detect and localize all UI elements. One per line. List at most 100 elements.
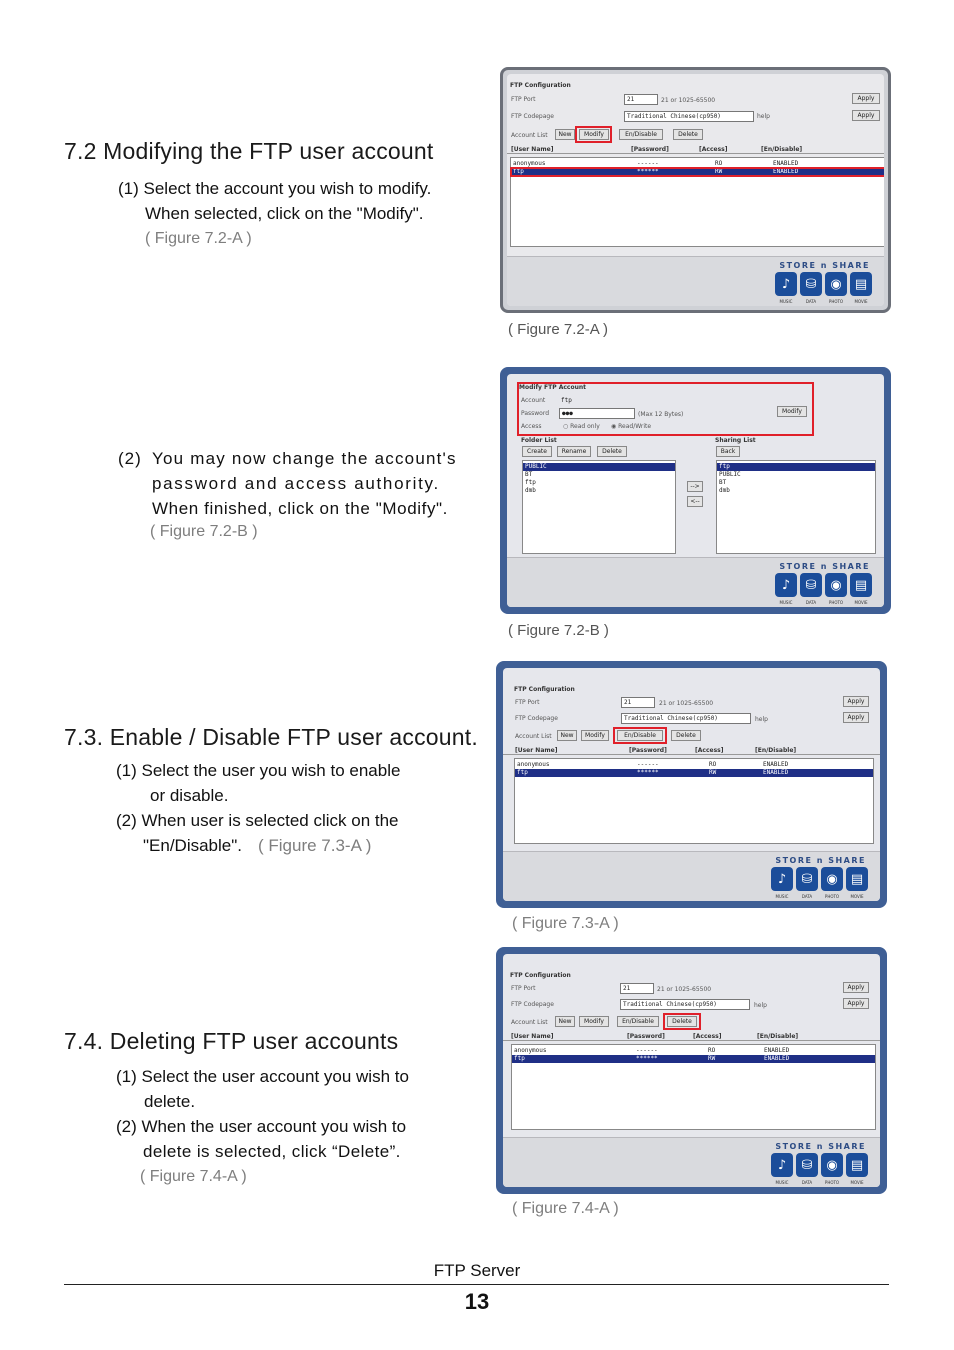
- data-icon[interactable]: ⛁: [800, 573, 822, 597]
- photo-icon[interactable]: ◉: [821, 1153, 843, 1177]
- list-item[interactable]: dmb: [523, 487, 675, 495]
- music-icon[interactable]: ♪: [771, 1153, 793, 1177]
- music-label: MUSIC: [775, 894, 789, 899]
- sharing-list[interactable]: ftp PUBLIC BT dmb: [716, 460, 876, 554]
- delete-folder-button[interactable]: Delete: [597, 446, 627, 457]
- list-item[interactable]: dmb: [717, 487, 875, 495]
- brand-footer: STORE n SHARE ♪ ⛁ ◉ ▤ MUSIC DATA PHOTO M…: [507, 256, 884, 306]
- endisable-button[interactable]: En/Disable: [617, 730, 663, 741]
- col-endisable: [En/Disable]: [755, 747, 797, 754]
- row-user: ftp: [513, 168, 524, 175]
- modify-save-button[interactable]: Modify: [777, 406, 807, 417]
- radio-read-only[interactable]: ○ Read only: [563, 423, 600, 430]
- table-row-selected[interactable]: ftp ****** RW ENABLED: [512, 1055, 875, 1063]
- movie-label: MOVIE: [854, 299, 868, 304]
- data-icon[interactable]: ⛁: [800, 272, 822, 296]
- table-row[interactable]: anonymous ------ RO ENABLED: [512, 1047, 875, 1055]
- data-icon[interactable]: ⛁: [796, 867, 818, 891]
- list-item[interactable]: ftp: [523, 479, 675, 487]
- list-item[interactable]: ftp: [717, 463, 875, 471]
- ftp-codepage-select[interactable]: Traditional Chinese(cp950): [624, 111, 754, 122]
- ftp-port-input[interactable]: 21: [624, 94, 658, 105]
- help-link[interactable]: help: [757, 113, 770, 120]
- s73-step2-figure-ref: ( Figure 7.3-A ): [258, 836, 372, 855]
- account-list[interactable]: anonymous ------ RO ENABLED ftp ****** R…: [514, 758, 874, 844]
- account-list-label: Account List: [515, 733, 552, 740]
- ftp-codepage-select[interactable]: Traditional Chinese(cp950): [620, 999, 750, 1010]
- apply-port-button[interactable]: Apply: [843, 696, 869, 707]
- delete-account-button[interactable]: Delete: [673, 129, 703, 140]
- ftp-port-input[interactable]: 21: [621, 697, 655, 708]
- modify-account-button[interactable]: Modify: [579, 1016, 609, 1027]
- delete-account-button[interactable]: Delete: [667, 1016, 697, 1027]
- music-icon[interactable]: ♪: [771, 867, 793, 891]
- folder-list[interactable]: PUBLIC BT ftp dmb: [522, 460, 676, 554]
- radio-read-write-label: Read/Write: [618, 423, 652, 430]
- movie-icon[interactable]: ▤: [850, 573, 872, 597]
- account-list[interactable]: anonymous ------ RO ENABLED ftp ****** R…: [510, 157, 884, 247]
- figure-7-2-a: FTP Configuration FTP Port 21 21 or 1025…: [500, 67, 891, 313]
- move-right-button[interactable]: -->: [687, 481, 703, 492]
- brand-name: STORE n SHARE: [779, 562, 870, 571]
- row-state: ENABLED: [763, 761, 789, 768]
- apply-port-button[interactable]: Apply: [843, 982, 869, 993]
- table-row-selected[interactable]: ftp ****** RW ENABLED: [515, 769, 873, 777]
- apply-codepage-button[interactable]: Apply: [852, 110, 880, 121]
- account-list[interactable]: anonymous ------ RO ENABLED ftp ****** R…: [511, 1044, 876, 1130]
- movie-label: MOVIE: [854, 600, 868, 605]
- ftp-config-title: FTP Configuration: [510, 82, 571, 89]
- account-label: Account: [521, 397, 546, 404]
- delete-account-button[interactable]: Delete: [671, 730, 701, 741]
- ftp-codepage-label: FTP Codepage: [511, 113, 554, 120]
- apply-port-button[interactable]: Apply: [852, 93, 880, 104]
- table-row[interactable]: anonymous ------ RO ENABLED: [511, 160, 884, 168]
- s74-step2-line2: delete is selected, click “Delete”.: [143, 1142, 401, 1161]
- section-title-7-3: 7.3. Enable / Disable FTP user account.: [64, 724, 478, 750]
- data-label: DATA: [801, 1180, 813, 1185]
- create-folder-button[interactable]: Create: [522, 446, 552, 457]
- list-item[interactable]: PUBLIC: [717, 471, 875, 479]
- photo-icon[interactable]: ◉: [821, 867, 843, 891]
- apply-codepage-button[interactable]: Apply: [843, 712, 869, 723]
- apply-codepage-button[interactable]: Apply: [843, 998, 869, 1009]
- data-label: DATA: [805, 600, 817, 605]
- ftp-port-input[interactable]: 21: [620, 983, 654, 994]
- help-link[interactable]: help: [755, 716, 768, 723]
- list-item[interactable]: BT: [523, 471, 675, 479]
- movie-icon[interactable]: ▤: [846, 867, 868, 891]
- new-account-button[interactable]: New: [555, 129, 575, 140]
- list-item-label: PUBLIC: [525, 463, 547, 470]
- movie-icon[interactable]: ▤: [850, 272, 872, 296]
- photo-icon[interactable]: ◉: [825, 272, 847, 296]
- photo-icon[interactable]: ◉: [825, 573, 847, 597]
- account-table-header: [User Name] [Password] [Access] [En/Disa…: [507, 145, 884, 154]
- figure-7-2-b-caption: ( Figure 7.2-B ): [508, 622, 609, 639]
- ftp-port-label: FTP Port: [515, 699, 540, 706]
- list-item[interactable]: BT: [717, 479, 875, 487]
- modify-account-button[interactable]: Modify: [579, 129, 609, 140]
- movie-icon[interactable]: ▤: [846, 1153, 868, 1177]
- s72-step2-prefix: (2): [118, 449, 142, 468]
- password-input[interactable]: ●●●: [559, 408, 635, 419]
- ftp-codepage-select[interactable]: Traditional Chinese(cp950): [621, 713, 751, 724]
- endisable-button[interactable]: En/Disable: [617, 1016, 659, 1027]
- new-account-button[interactable]: New: [555, 1016, 575, 1027]
- table-row[interactable]: anonymous ------ RO ENABLED: [515, 761, 873, 769]
- back-button[interactable]: Back: [716, 446, 740, 457]
- new-account-button[interactable]: New: [557, 730, 577, 741]
- rename-folder-button[interactable]: Rename: [557, 446, 591, 457]
- col-user: [User Name]: [515, 747, 558, 754]
- account-list-label: Account List: [511, 132, 548, 139]
- data-icon[interactable]: ⛁: [796, 1153, 818, 1177]
- help-link[interactable]: help: [754, 1002, 767, 1009]
- modify-account-button[interactable]: Modify: [581, 730, 609, 741]
- list-item[interactable]: PUBLIC: [523, 463, 675, 471]
- endisable-button[interactable]: En/Disable: [619, 129, 663, 140]
- move-left-button[interactable]: <--: [687, 496, 703, 507]
- endisable-highlight: [613, 727, 667, 744]
- music-icon[interactable]: ♪: [775, 573, 797, 597]
- music-icon[interactable]: ♪: [775, 272, 797, 296]
- radio-read-write[interactable]: ◉ Read/Write: [611, 423, 652, 430]
- col-access: [Access]: [695, 747, 724, 754]
- table-row-selected[interactable]: ftp ****** RW ENABLED: [511, 168, 884, 176]
